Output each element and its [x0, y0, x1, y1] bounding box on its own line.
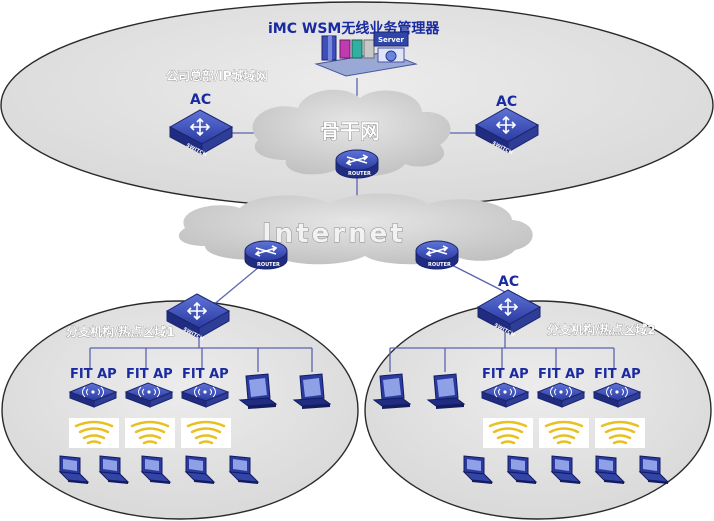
- branch2-ac-label: AC: [498, 274, 519, 290]
- branch2-wifi-signal-3-icon: [593, 416, 647, 450]
- branch2-fit-ap-1-label: FIT AP: [482, 367, 529, 382]
- branch1-zone-label: 分支机构/热点区域1: [66, 324, 175, 339]
- internet-label: Internet: [262, 219, 406, 249]
- backbone-router-icon: [335, 149, 379, 179]
- hq-ac-left-label: AC: [190, 92, 211, 108]
- branch2-fit-ap-2-label: FIT AP: [538, 367, 585, 382]
- internet-cloud: Internet: [178, 193, 533, 265]
- server-group-icon: Server: [314, 31, 418, 77]
- backbone-cloud: 骨干网: [252, 89, 451, 176]
- diagram-title: iMC WSM无线业务管理器: [268, 20, 440, 37]
- backbone-label: 骨干网: [320, 119, 380, 143]
- branch2-zone-label: 分支机构/热点区域2: [547, 322, 656, 337]
- branch1-wifi-signal-3-icon: [179, 416, 233, 450]
- branch1-fit-ap-2-label: FIT AP: [126, 367, 173, 382]
- branch-zone-1: [1, 300, 359, 520]
- hq-zone-label: 公司总部/IP城域网: [166, 68, 268, 83]
- branch2-wifi-signal-1-icon: [481, 416, 535, 450]
- branch1-wifi-signal-1-icon: [67, 416, 121, 450]
- internet-router-left-icon: [244, 240, 288, 270]
- branch1-fit-ap-1-label: FIT AP: [70, 367, 117, 382]
- branch2-fit-ap-3-label: FIT AP: [594, 367, 641, 382]
- branch1-wifi-signal-2-icon: [123, 416, 177, 450]
- hq-ac-right-label: AC: [496, 94, 517, 110]
- branch1-fit-ap-3-label: FIT AP: [182, 367, 229, 382]
- branch-zone-2: [364, 300, 712, 520]
- internet-router-right-icon: [415, 240, 459, 270]
- branch1-fit-ap-labels: FIT AP FIT AP FIT AP: [70, 367, 229, 382]
- server-label: Server: [378, 36, 405, 44]
- branch2-fit-ap-labels: FIT AP FIT AP FIT AP: [482, 367, 641, 382]
- branch2-wifi-signal-2-icon: [537, 416, 591, 450]
